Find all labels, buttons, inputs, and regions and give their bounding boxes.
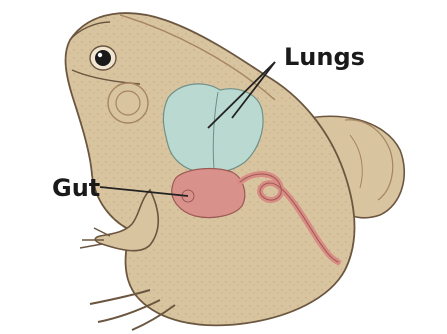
lungs-label: Lungs [284,45,365,69]
frog-eardrum [108,83,148,123]
frog-eye [90,46,116,70]
gut-label: Gut [52,176,100,200]
